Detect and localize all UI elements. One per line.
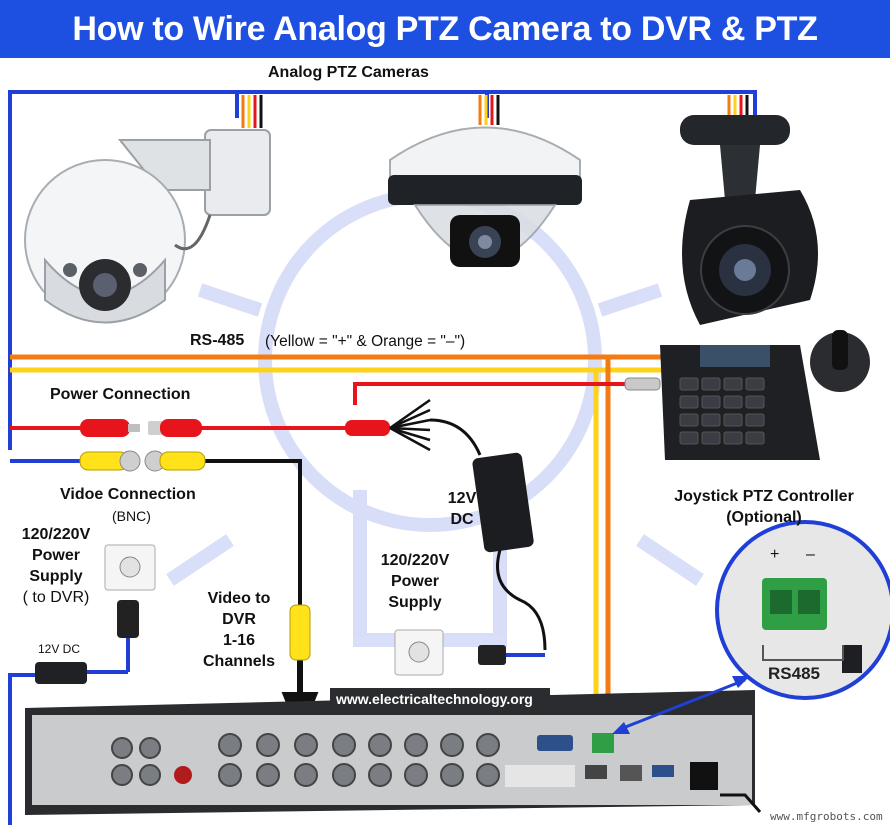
dvr-supply-line1: 120/220V	[21, 526, 91, 543]
video-to-dvr-label: Video to DVR 1-16 Channels	[196, 588, 282, 672]
adapter-label: 12V DC	[38, 642, 81, 656]
video-wire-top	[8, 90, 757, 450]
bnc-label: (BNC)	[112, 508, 151, 524]
footer-watermark: www.mfgrobots.com	[770, 810, 883, 823]
rs485-callout-arrow	[617, 678, 746, 732]
joystick-controller	[624, 330, 870, 460]
joystick-line2: (Optional)	[726, 509, 802, 526]
joystick-line1: Joystick PTZ Controller	[674, 488, 854, 505]
diagram-canvas	[8, 90, 890, 825]
dc-12v-line1: 12V	[447, 490, 477, 507]
camera-mini-dome	[388, 126, 582, 267]
dc-splitter	[345, 398, 482, 456]
dvr-supply-label: 120/220V Power Supply ( to DVR)	[16, 524, 96, 608]
website-text: www.electricaltechnology.org	[336, 691, 533, 707]
joystick-label: Joystick PTZ Controller (Optional)	[664, 486, 864, 528]
dvr-recorder	[25, 690, 762, 815]
dvr-power-adapter	[8, 662, 128, 825]
camera-supply-line2: Power	[390, 573, 439, 590]
camera-speed-dome	[24, 129, 271, 324]
power-connection-label: Power Connection	[50, 386, 191, 403]
dc-connector-pair	[80, 419, 202, 437]
camera-lead-cam1	[241, 95, 263, 128]
camera-supply-label: 120/220V Power Supply	[375, 550, 455, 613]
wall-socket-camera	[394, 629, 444, 676]
rs485-plus-label: +	[770, 546, 780, 563]
camera-supply-line3: Supply	[388, 594, 442, 611]
dvr-supply-line3: Supply	[29, 568, 83, 585]
rs485-port-label: RS485	[768, 664, 820, 683]
video-to-dvr-line4: Channels	[202, 653, 275, 670]
video-connection-label: Vidoe Connection	[60, 486, 196, 503]
video-to-dvr-line1: Video to	[207, 590, 271, 607]
video-to-dvr-line2: DVR	[222, 611, 256, 628]
power-wire-controller	[353, 382, 630, 405]
bnc-connector-pair	[79, 450, 206, 472]
video-wire-black	[200, 459, 302, 610]
camera-lead-cam2	[478, 95, 500, 125]
rs485-minus-label: –	[806, 546, 815, 563]
website-banner	[330, 688, 550, 710]
dvr-supply-line2: Power	[31, 547, 80, 564]
camera-power-adapter	[472, 452, 547, 665]
rs485-inset	[715, 520, 890, 700]
diagram-title: How to Wire Analog PTZ Camera to DVR & P…	[0, 0, 890, 106]
dc-12v-line2: DC	[450, 511, 474, 528]
rs485-label: RS-485	[190, 332, 245, 349]
wall-socket-dvr	[104, 544, 156, 672]
camera-lead-cam3	[727, 95, 749, 118]
cameras-label: Analog PTZ Cameras	[268, 64, 429, 81]
camera-bullet	[680, 115, 818, 325]
dc-12v-label: 12V DC	[440, 488, 484, 530]
camera-supply-line1: 120/220V	[380, 552, 450, 569]
video-to-dvr-line3: 1-16	[222, 632, 256, 649]
bnc-plug-video	[289, 604, 311, 661]
dvr-supply-line4: ( to DVR)	[22, 589, 90, 606]
rs485-note: (Yellow = "+" & Orange = "–")	[265, 333, 466, 350]
